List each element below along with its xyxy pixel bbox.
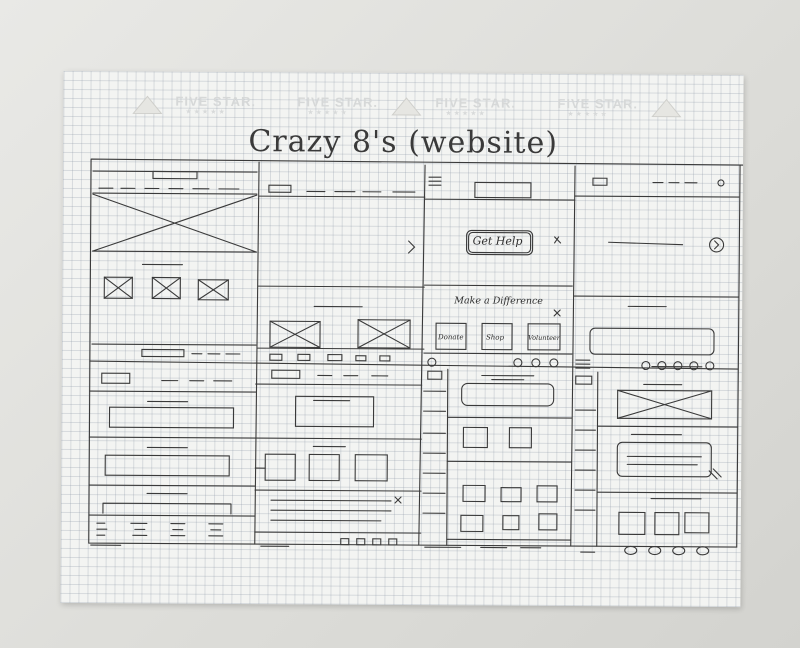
sketch-col-divider-1 [254,161,260,545]
panel-2 [257,184,426,362]
panel-3 [423,176,576,368]
panel-6 [254,369,423,546]
sketch-col-divider-2 [418,164,426,546]
volunteer-button[interactable]: Volunteer [527,333,560,342]
panel-8 [574,365,739,556]
make-difference-heading: Make a Difference [454,295,543,307]
grid-paper-sheet: FIVE STAR. FIVE STAR. FIVE STAR. FIVE ST… [60,70,744,608]
get-help-button[interactable]: Get Help [472,234,523,248]
donate-button[interactable]: Donate [437,333,464,342]
sketch-outer-frame [88,158,744,548]
shop-button[interactable]: Shop [485,333,505,342]
panel-1 [91,170,258,358]
punch-hole-center [391,97,422,116]
punch-hole-left [132,95,163,115]
panel-5 [88,372,257,537]
sketch-col-divider-3 [570,165,576,547]
punch-hole-right [651,98,682,118]
sketch-row-divider [89,360,739,370]
wireframe-sketch [88,158,744,556]
panel-4 [573,177,740,371]
panel-7 [422,368,573,546]
